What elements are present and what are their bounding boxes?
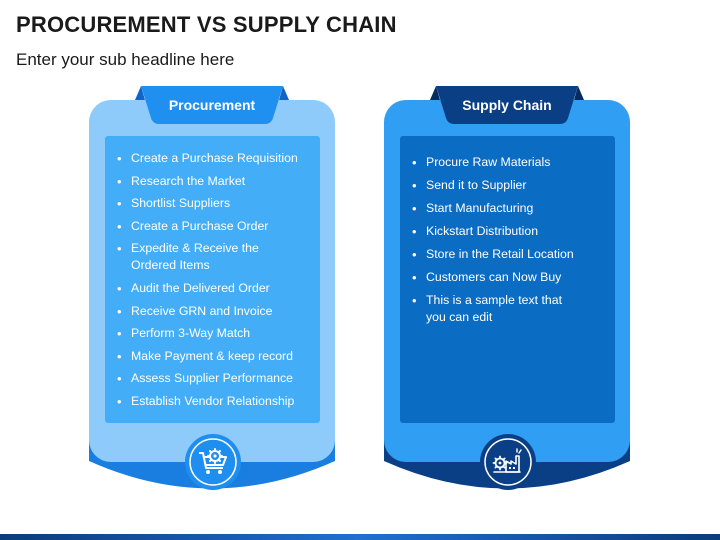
- list-item: Audit the Delivered Order: [115, 280, 312, 297]
- list-item: Create a Purchase Order: [115, 218, 312, 235]
- list-item: Expedite & Receive the Ordered Items: [115, 240, 312, 274]
- list-item: Research the Market: [115, 173, 312, 190]
- page-subtitle: Enter your sub headline here: [16, 50, 235, 69]
- factory-gear-icon: [480, 434, 536, 490]
- list-item: Procure Raw Materials: [410, 154, 607, 171]
- list-item: Store in the Retail Location: [410, 246, 607, 263]
- supply-chain-tab-label: Supply Chain: [462, 97, 552, 113]
- procurement-steps-list: Create a Purchase Requisition Research t…: [115, 150, 312, 416]
- supply-chain-card: Supply Chain Procure Raw Materials Send …: [384, 86, 630, 490]
- page-title: PROCUREMENT VS SUPPLY CHAIN: [16, 12, 397, 37]
- procurement-steps-panel: Create a Purchase Requisition Research t…: [105, 136, 320, 423]
- cart-gear-icon: [185, 434, 241, 490]
- list-item: Perform 3-Way Match: [115, 325, 312, 342]
- bottom-accent-bar: [0, 534, 720, 540]
- list-item: Assess Supplier Performance: [115, 370, 312, 387]
- list-item: Make Payment & keep record: [115, 348, 312, 365]
- procurement-tab-label: Procurement: [168, 97, 256, 113]
- procurement-card: Procurement Create a Purchase Requisitio…: [89, 86, 335, 490]
- list-item: Shortlist Suppliers: [115, 195, 312, 212]
- list-item: This is a sample text that you can edit: [410, 292, 607, 326]
- list-item: Establish Vendor Relationship: [115, 393, 312, 410]
- supply-chain-steps-panel: Procure Raw Materials Send it to Supplie…: [400, 136, 615, 423]
- list-item: Send it to Supplier: [410, 177, 607, 194]
- list-item: Receive GRN and Invoice: [115, 303, 312, 320]
- list-item: Start Manufacturing: [410, 200, 607, 217]
- list-item: Create a Purchase Requisition: [115, 150, 312, 167]
- list-item: Customers can Now Buy: [410, 269, 607, 286]
- supply-chain-steps-list: Procure Raw Materials Send it to Supplie…: [410, 154, 607, 332]
- list-item: Kickstart Distribution: [410, 223, 607, 240]
